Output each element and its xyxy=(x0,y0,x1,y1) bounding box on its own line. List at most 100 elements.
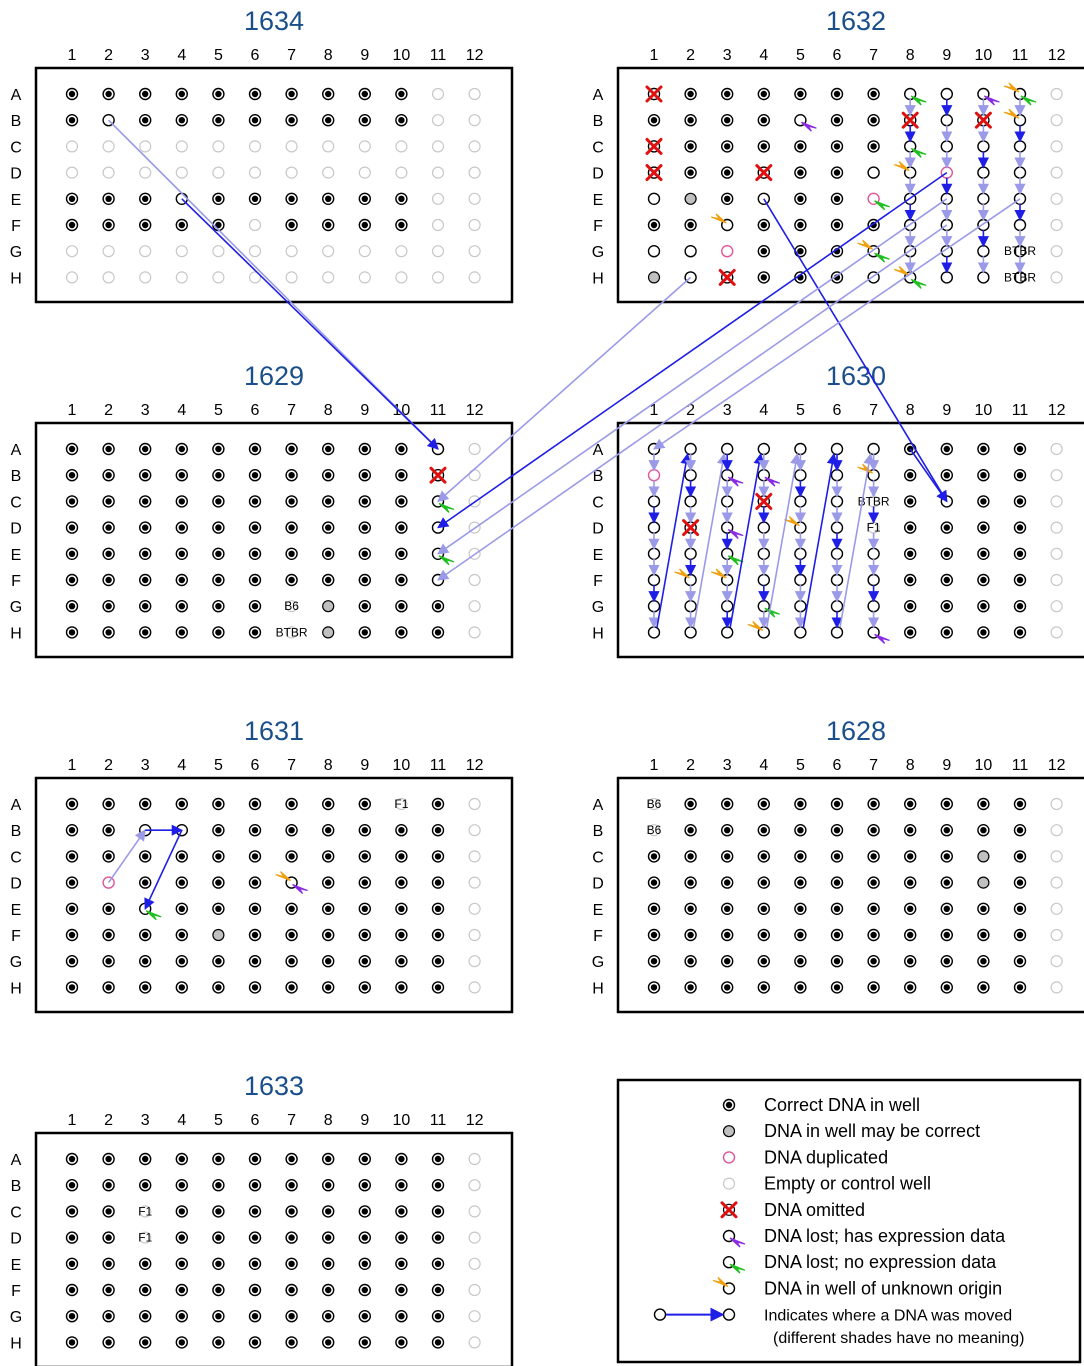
row-label: G xyxy=(592,954,604,971)
mark-omit-B8 xyxy=(901,111,919,129)
well-B8 xyxy=(904,824,917,837)
well-C8 xyxy=(322,140,335,153)
well-F2 xyxy=(102,1283,115,1297)
well-F5 xyxy=(794,573,807,587)
well-C4 xyxy=(757,140,770,153)
moves-layer xyxy=(107,99,1026,910)
well-marks xyxy=(645,82,1037,289)
column-label: 2 xyxy=(686,757,695,774)
well-G3 xyxy=(721,244,734,258)
well-D12 xyxy=(468,876,481,889)
well-D6 xyxy=(248,521,262,534)
well-H1 xyxy=(647,271,661,284)
row-label: H xyxy=(10,270,22,287)
mark-purple-D7 xyxy=(292,884,308,895)
well-C2 xyxy=(102,1205,115,1218)
well-A6 xyxy=(248,797,262,811)
well-E1 xyxy=(647,547,661,560)
well-A3 xyxy=(138,797,152,811)
well-D9 xyxy=(358,166,371,179)
column-label: 6 xyxy=(251,47,260,64)
well-D5 xyxy=(212,166,225,179)
mark-orange-H8 xyxy=(893,265,910,276)
wells xyxy=(65,87,481,284)
mark-green-C8 xyxy=(910,147,927,158)
well-H10 xyxy=(395,271,408,284)
well-C1 xyxy=(65,850,79,863)
well-G7 xyxy=(285,245,298,258)
well-C11 xyxy=(1013,495,1027,508)
well-H3 xyxy=(721,981,734,994)
well-G12 xyxy=(1050,955,1063,968)
well-E9 xyxy=(358,192,371,206)
move-arrow xyxy=(437,276,692,503)
well-A12 xyxy=(468,797,481,811)
legend-item: DNA in well may be correct xyxy=(722,1121,980,1141)
well-C10 xyxy=(395,850,408,863)
well-G9 xyxy=(940,600,953,613)
duplicate-circle-icon xyxy=(722,1151,736,1164)
well-F1 xyxy=(647,218,661,232)
well-G5 xyxy=(212,245,225,258)
well-D10 xyxy=(395,166,408,179)
well-H6 xyxy=(830,981,844,994)
well-B1 xyxy=(65,469,79,482)
well-G9 xyxy=(358,245,371,258)
row-label: A xyxy=(593,87,604,104)
mark-purple-H7 xyxy=(874,633,890,644)
mark-green-A8 xyxy=(910,95,927,106)
well-E10 xyxy=(395,1257,408,1271)
well-F10 xyxy=(395,1283,408,1297)
well-A7 xyxy=(867,87,880,101)
well-D5 xyxy=(794,876,807,889)
mark-green-G7 xyxy=(874,252,890,263)
well-G5 xyxy=(794,955,807,968)
move-arrow xyxy=(108,119,439,450)
well-E3 xyxy=(138,1257,152,1271)
well-H3 xyxy=(138,626,152,639)
well-H11 xyxy=(431,271,445,284)
row-label: G xyxy=(10,244,22,261)
well-label: B6 xyxy=(284,599,299,613)
well-D9 xyxy=(358,1231,371,1244)
column-label: 5 xyxy=(796,402,805,419)
well-A9 xyxy=(940,87,953,101)
well-marks xyxy=(145,871,308,921)
well-F4 xyxy=(757,218,770,232)
well-label: F1 xyxy=(138,1231,152,1245)
well-H12 xyxy=(468,981,481,994)
move-arrow xyxy=(144,829,183,910)
column-label: 7 xyxy=(869,757,878,774)
row-label: E xyxy=(11,547,22,564)
well-B6 xyxy=(830,824,844,837)
well-G5 xyxy=(212,1309,225,1323)
well-F2 xyxy=(102,573,115,587)
well-E9 xyxy=(940,902,953,915)
mark-green-G4 xyxy=(764,607,781,618)
well-B1 xyxy=(65,113,79,127)
well-B12 xyxy=(468,1179,481,1192)
well-H9 xyxy=(940,271,953,284)
column-label: 8 xyxy=(906,47,915,64)
well-B3 xyxy=(138,469,152,482)
well-E12 xyxy=(1050,902,1063,915)
column-label: 4 xyxy=(759,47,768,64)
column-label: 11 xyxy=(430,47,447,64)
well-C4 xyxy=(175,495,189,508)
legend-item: DNA omitted xyxy=(720,1200,865,1220)
plate-border xyxy=(616,421,1084,659)
well-B9 xyxy=(940,824,953,837)
well-H2 xyxy=(102,981,115,994)
well-E5 xyxy=(212,902,225,915)
well-F8 xyxy=(322,1283,335,1297)
well-C11 xyxy=(1013,850,1027,863)
well-E10 xyxy=(395,902,408,915)
well-F7 xyxy=(285,573,298,587)
plate-border xyxy=(34,1131,514,1366)
well-D9 xyxy=(940,521,953,534)
mark-omit-C1 xyxy=(645,137,663,155)
well-C10 xyxy=(395,1205,408,1218)
well-A11 xyxy=(1013,797,1027,811)
legend-item: Empty or control well xyxy=(722,1174,931,1194)
well-C10 xyxy=(977,850,990,863)
